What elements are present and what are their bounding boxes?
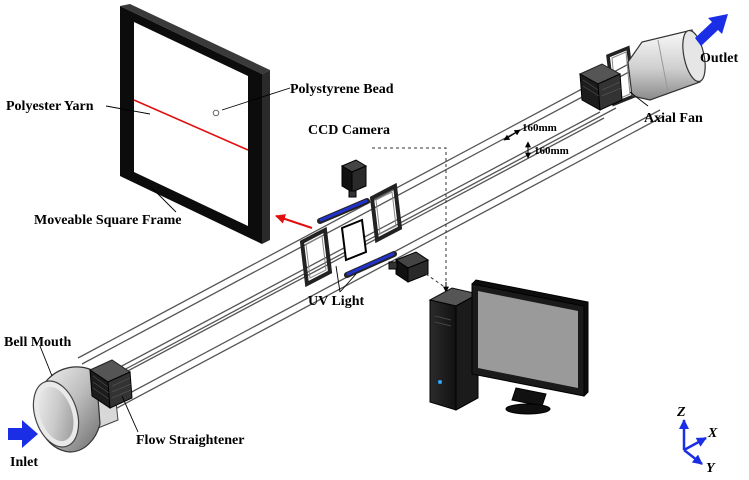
camera-cable bbox=[372, 147, 447, 289]
label-inlet: Inlet bbox=[10, 455, 38, 470]
axis-label-x: X bbox=[707, 426, 718, 441]
bell-mouth bbox=[32, 365, 119, 453]
leader-lines bbox=[39, 87, 649, 433]
coordinate-axes bbox=[679, 419, 707, 465]
inlet-flow-arrow bbox=[8, 420, 38, 448]
uv-light-lower bbox=[344, 251, 397, 278]
computer-monitor bbox=[471, 279, 589, 415]
test-section-frame-left bbox=[299, 226, 333, 288]
test-section-frame-right bbox=[369, 182, 403, 244]
axial-fan-housing bbox=[627, 29, 706, 101]
label-outlet: Outlet bbox=[700, 51, 738, 66]
label-ccd-camera: CCD Camera bbox=[308, 123, 390, 138]
label-axial-fan: Axial Fan bbox=[644, 111, 703, 126]
label-moveable-square-frame: Moveable Square Frame bbox=[34, 213, 182, 228]
label-dimension-height: 160mm bbox=[534, 145, 569, 157]
axial-fan-box bbox=[578, 63, 623, 111]
label-flow-straightener: Flow Straightener bbox=[136, 433, 244, 448]
moveable-square-frame bbox=[120, 4, 270, 244]
label-bell-mouth: Bell Mouth bbox=[4, 335, 71, 350]
label-polyester-yarn: Polyester Yarn bbox=[6, 99, 94, 114]
computer-tower bbox=[428, 287, 480, 411]
polyester-yarn bbox=[133, 99, 249, 151]
label-dimension-width: 160mm bbox=[522, 122, 557, 134]
axis-label-z: Z bbox=[676, 405, 686, 420]
label-uv-light: UV Light bbox=[308, 294, 364, 309]
ccd-camera-side bbox=[388, 251, 430, 283]
label-polystyrene-bead: Polystyrene Bead bbox=[290, 82, 394, 97]
ccd-camera-top bbox=[340, 159, 368, 198]
frame-pointer-arrow bbox=[275, 214, 313, 229]
uv-light-upper bbox=[317, 198, 370, 224]
measurement-window bbox=[340, 218, 368, 262]
flow-straightener bbox=[88, 359, 133, 409]
dimension-width-marker bbox=[503, 129, 521, 141]
polystyrene-bead bbox=[212, 109, 220, 117]
outlet-flow-arrow bbox=[695, 14, 728, 46]
axis-label-y: Y bbox=[706, 461, 716, 476]
